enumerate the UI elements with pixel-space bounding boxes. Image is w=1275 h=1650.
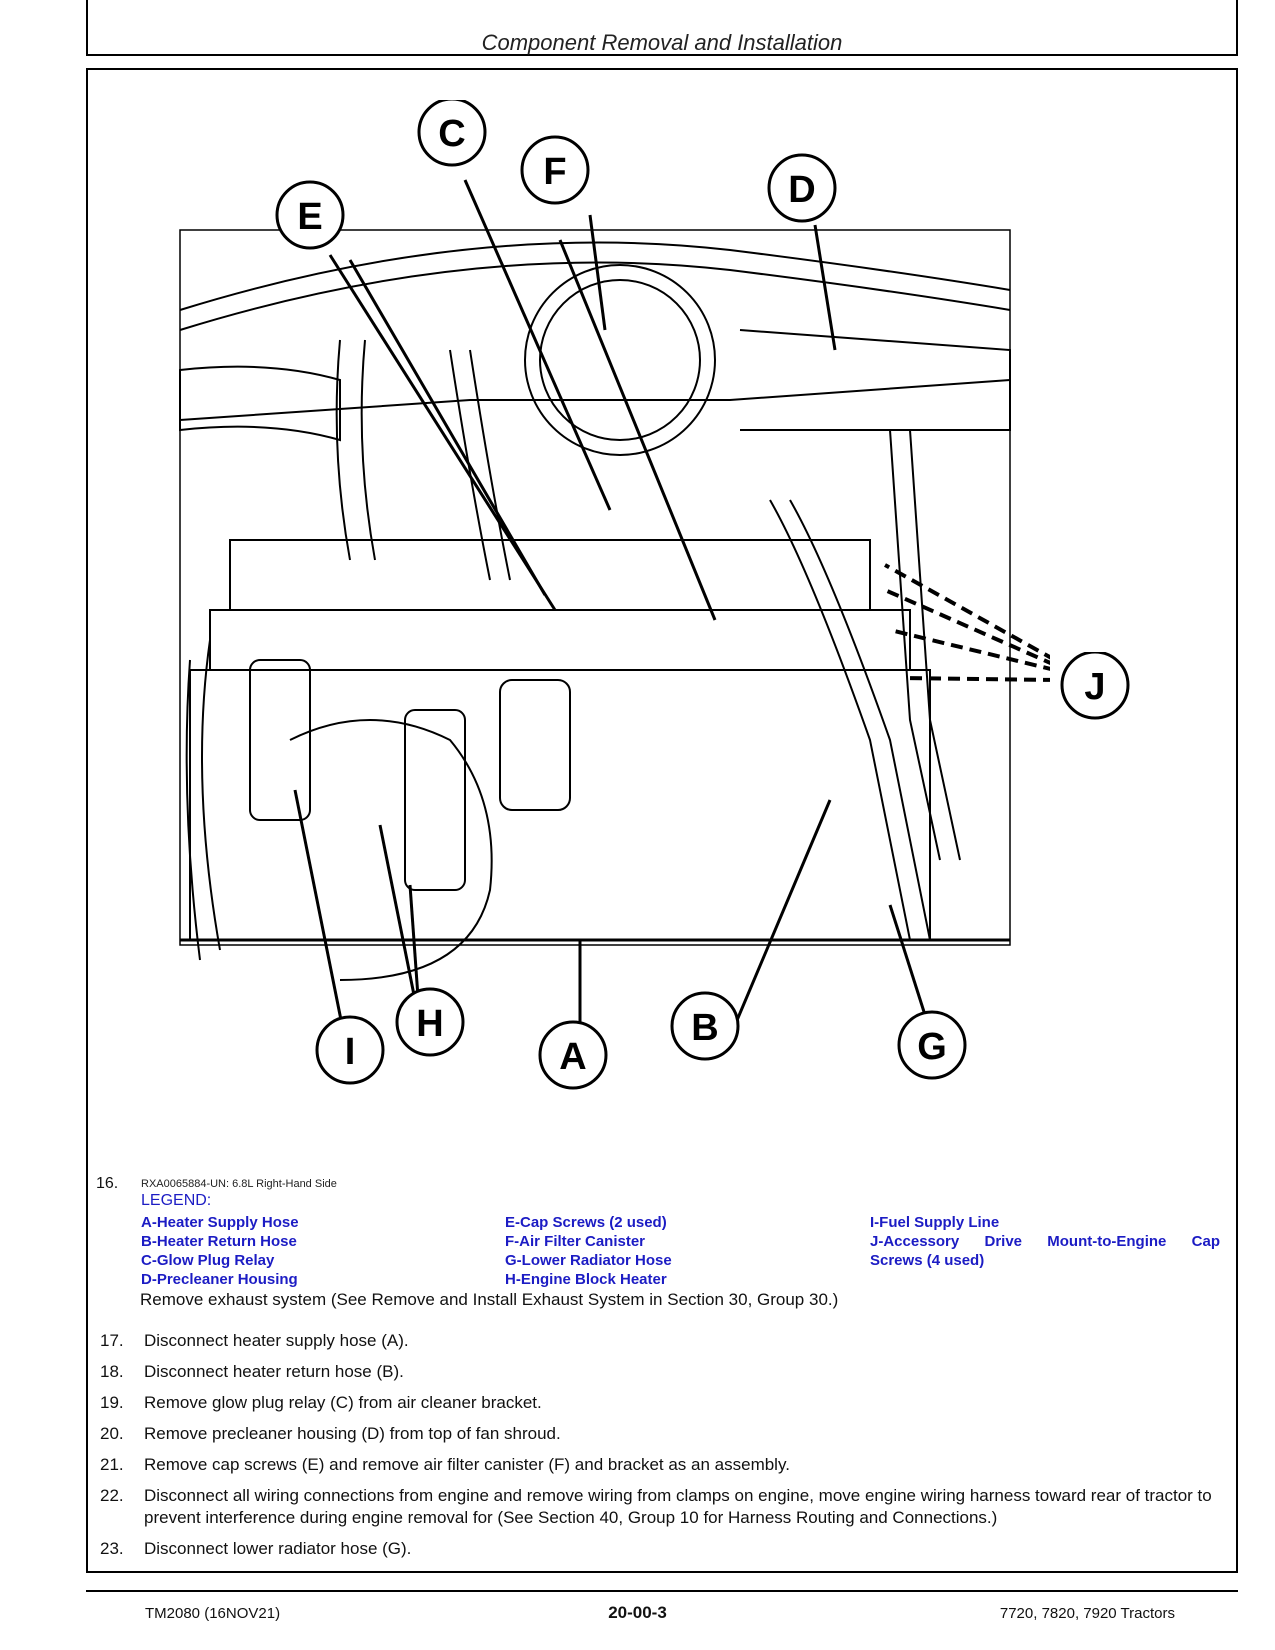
callout-i: I — [315, 1015, 385, 1085]
step-item: 20. Remove precleaner housing (D) from to… — [100, 1423, 1228, 1445]
callout-c: C — [417, 100, 487, 167]
callout-f: F — [520, 135, 590, 205]
step-list: 17. Disconnect heater supply hose (A). 18… — [100, 1330, 1228, 1569]
header-frame — [86, 0, 1238, 56]
footer-manual-id: TM2080 (16NOV21) — [145, 1605, 281, 1622]
figure-caption: RXA0065884-UN: 6.8L Right-Hand Side — [141, 1178, 337, 1190]
step-text: Disconnect heater supply hose (A). — [144, 1331, 409, 1350]
legend-item: G-Lower Radiator Hose — [505, 1252, 672, 1269]
legend-item: E-Cap Screws (2 used) — [505, 1214, 667, 1231]
step-number: 21. — [100, 1455, 124, 1474]
j-dashed-leaders — [884, 563, 1050, 682]
legend-title: LEGEND: — [141, 1192, 212, 1209]
legend-word: J-Accessory — [870, 1233, 960, 1250]
svg-text:H: H — [416, 1003, 443, 1045]
svg-text:C: C — [438, 113, 465, 155]
legend-word: Mount-to-Engine — [1047, 1233, 1167, 1250]
figure-step-number: 16. — [96, 1175, 119, 1192]
svg-text:B: B — [691, 1007, 718, 1049]
page-title: Component Removal and Installation — [481, 30, 843, 55]
content-frame — [86, 68, 1238, 1573]
engine-linework — [179, 229, 1011, 981]
step-text: Remove cap screws (E) and remove air fil… — [144, 1455, 790, 1474]
footer-divider — [86, 1590, 1238, 1592]
callout-g: G — [897, 1010, 967, 1080]
legend-item: D-Precleaner Housing — [141, 1271, 298, 1288]
callout-b: B — [670, 991, 740, 1061]
legend-word: Cap — [1191, 1233, 1220, 1250]
step-text: Remove precleaner housing (D) from top o… — [144, 1424, 561, 1443]
legend-item: I-Fuel Supply Line — [870, 1214, 1000, 1231]
svg-text:F: F — [543, 151, 566, 193]
step-text: Disconnect all wiring connections from e… — [144, 1486, 1212, 1527]
svg-text:G: G — [917, 1026, 947, 1068]
svg-text:J: J — [1084, 666, 1105, 708]
legend-item-j-cont: Screws (4 used) — [870, 1252, 985, 1269]
step-number: 18. — [100, 1362, 124, 1381]
callout-d: D — [767, 153, 837, 223]
footer-models: 7720, 7820, 7920 Tractors — [999, 1605, 1175, 1622]
callout-h: H — [395, 987, 465, 1057]
callout-e: E — [275, 180, 345, 250]
legend-item: B-Heater Return Hose — [141, 1233, 297, 1250]
step-number: 17. — [100, 1331, 124, 1350]
step-item: 17. Disconnect heater supply hose (A). — [100, 1330, 1228, 1352]
step-number: 22. — [100, 1486, 124, 1505]
engine-illustration: C F D E I H A B G — [179, 100, 1050, 1090]
legend-word: Drive — [984, 1233, 1023, 1250]
instruction-lead: Remove exhaust system (See Remove and In… — [140, 1290, 839, 1309]
step-number: 23. — [100, 1539, 124, 1558]
step-item: 19. Remove glow plug relay (C) from air c… — [100, 1392, 1228, 1414]
legend-item: H-Engine Block Heater — [505, 1271, 667, 1288]
callout-leaders — [293, 179, 927, 1050]
svg-text:D: D — [788, 169, 815, 211]
callout-a: A — [538, 1020, 608, 1090]
callout-j-label: J — [1060, 652, 1130, 720]
step-text: Disconnect heater return hose (B). — [144, 1362, 404, 1381]
svg-text:E: E — [297, 196, 322, 238]
step-text: Remove glow plug relay (C) from air clea… — [144, 1393, 542, 1412]
svg-text:I: I — [345, 1031, 356, 1073]
legend-item: C-Glow Plug Relay — [141, 1252, 275, 1269]
legend-item-j: J-Accessory Drive Mount-to-Engine Cap — [870, 1233, 1220, 1250]
step-item: 23. Disconnect lower radiator hose (G). — [100, 1538, 1228, 1560]
step-item: 22. Disconnect all wiring connections fro… — [100, 1485, 1228, 1529]
step-number: 19. — [100, 1393, 124, 1412]
legend-item: F-Air Filter Canister — [505, 1233, 646, 1250]
step-item: 18. Disconnect heater return hose (B). — [100, 1361, 1228, 1383]
svg-text:A: A — [559, 1036, 586, 1078]
footer-page-number: 20-00-3 — [608, 1603, 667, 1622]
step-number: 20. — [100, 1424, 124, 1443]
step-text: Disconnect lower radiator hose (G). — [144, 1539, 412, 1558]
step-item: 21. Remove cap screws (E) and remove air … — [100, 1454, 1228, 1476]
legend-item: A-Heater Supply Hose — [141, 1214, 299, 1231]
